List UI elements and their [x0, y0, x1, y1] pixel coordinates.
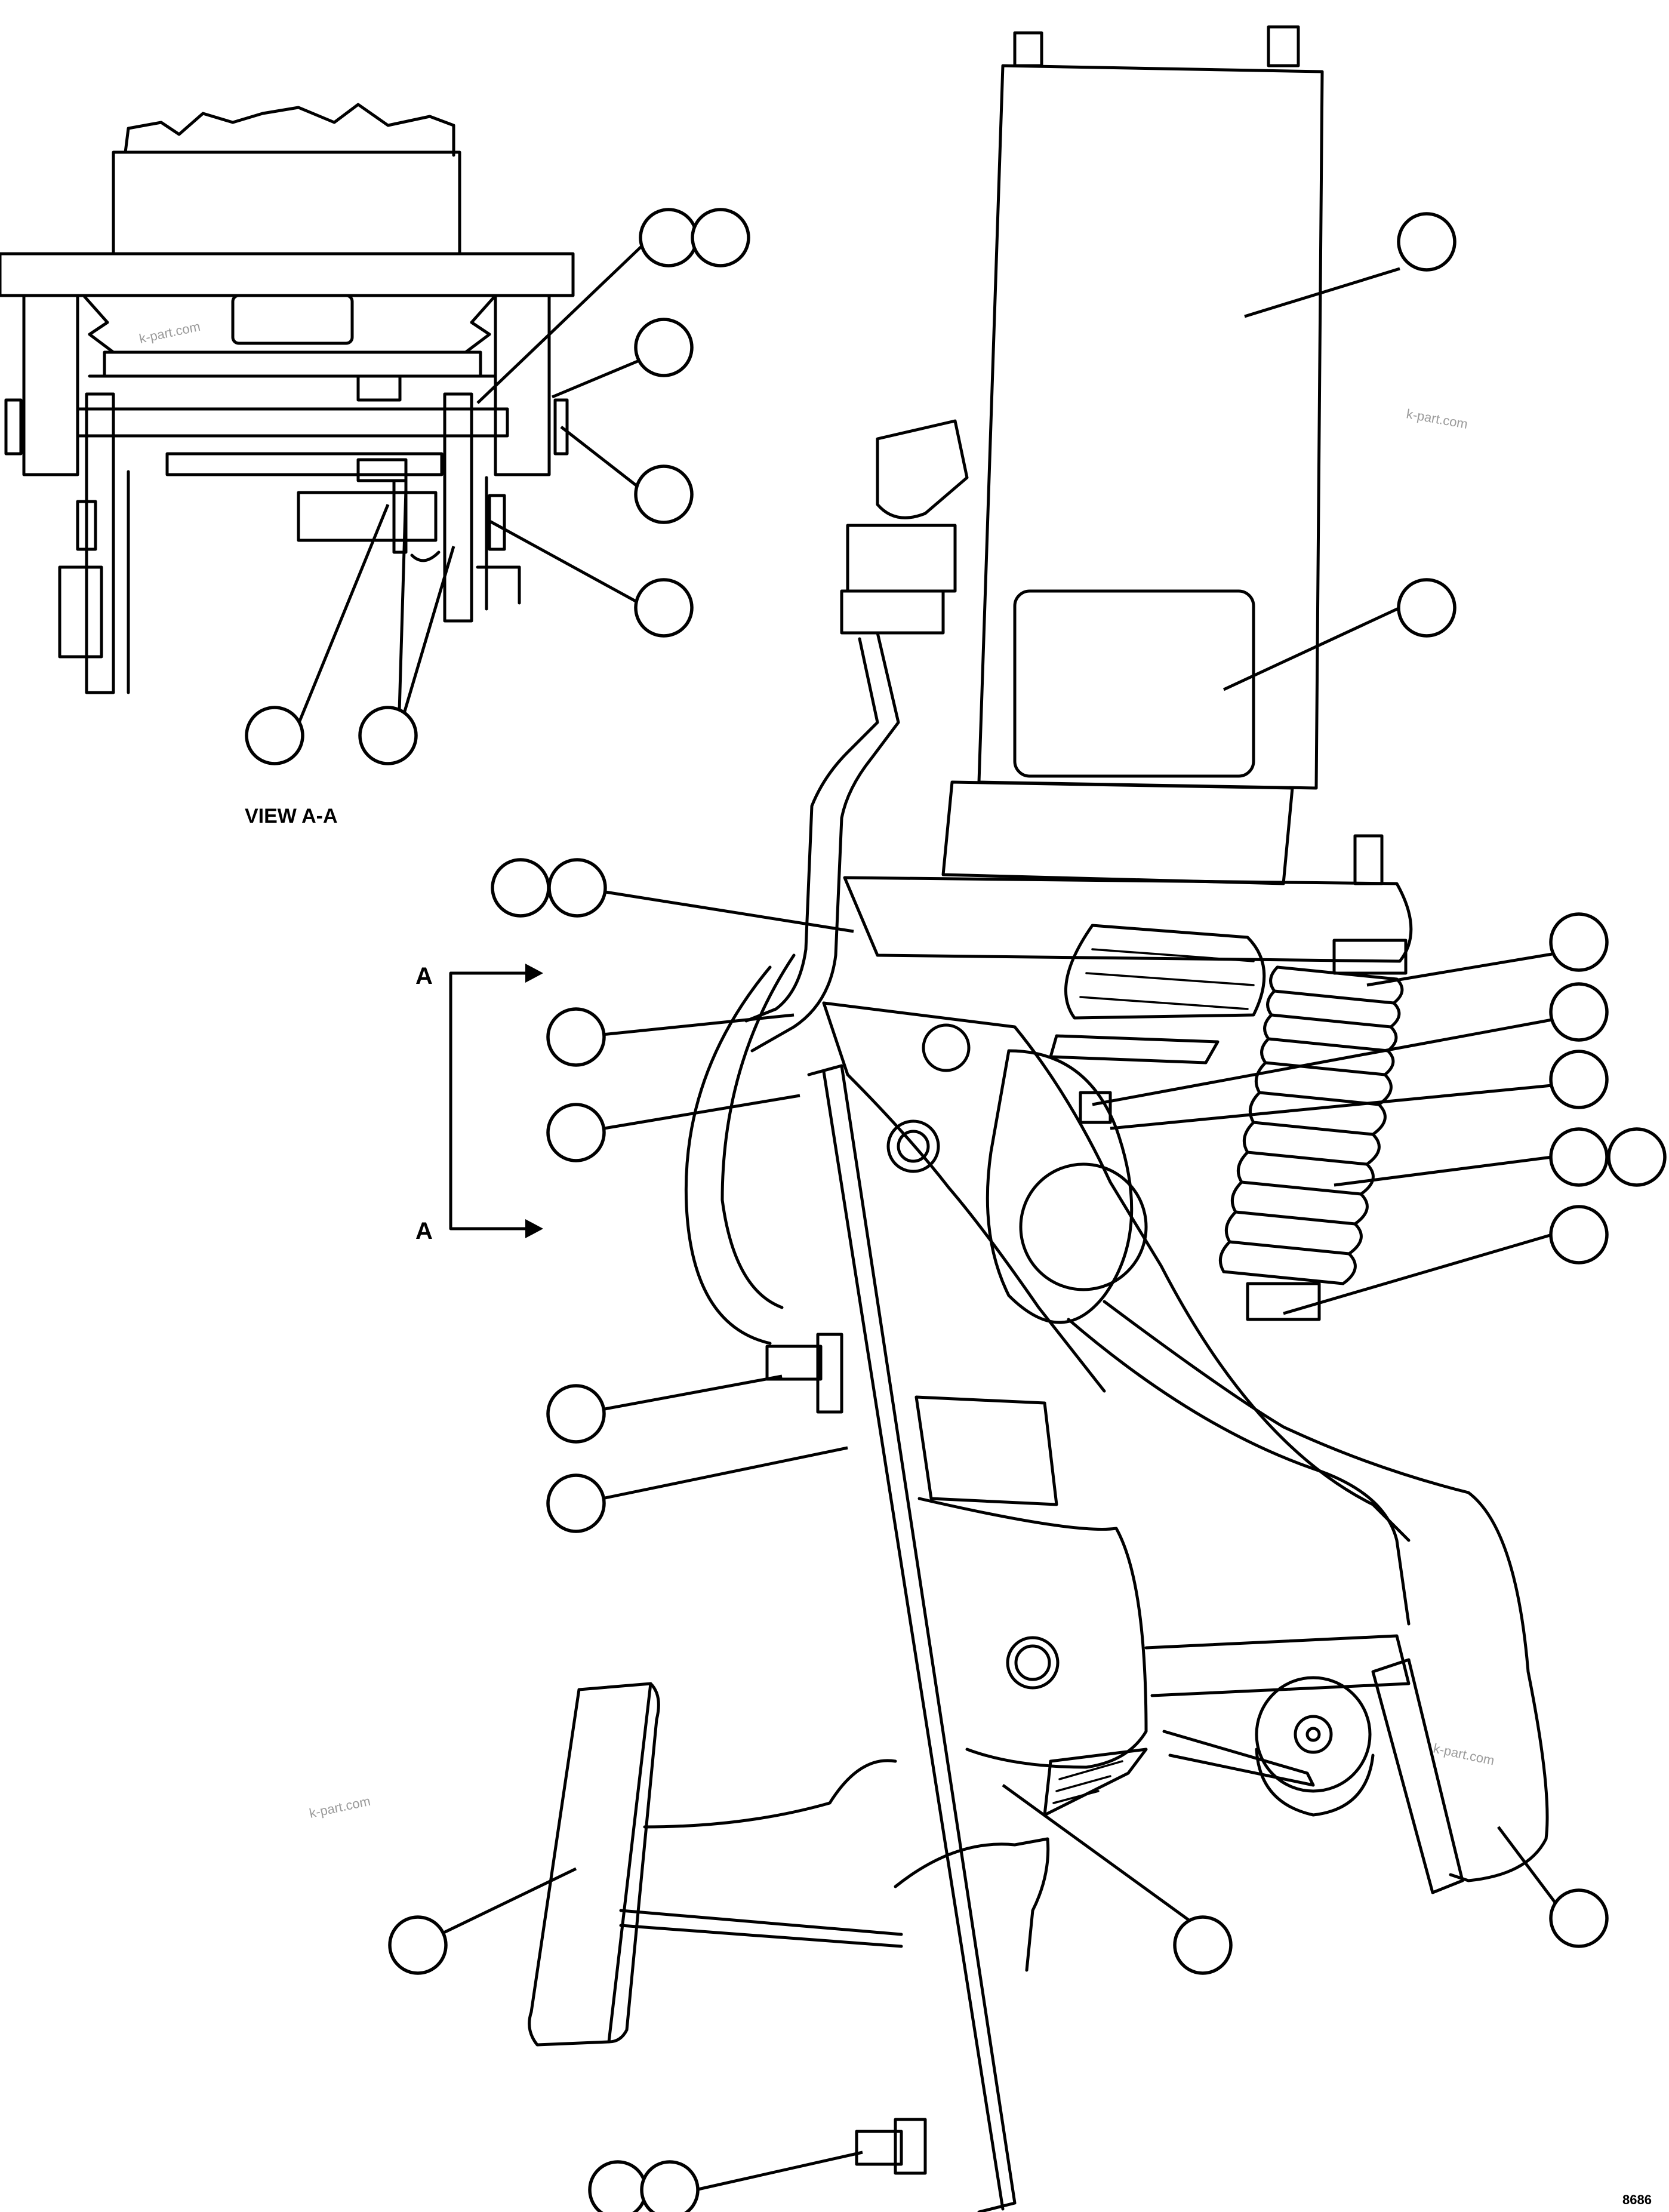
callout-balloons: [245, 208, 1667, 2212]
callout-balloon: [1549, 1050, 1609, 1109]
callout-balloon: [1549, 1127, 1609, 1187]
section-marker-top-letter: A: [415, 963, 433, 989]
callout-balloon: [1549, 1888, 1609, 1948]
leader-lines: [294, 236, 1568, 2192]
callout-balloon: [546, 1007, 606, 1067]
callout-balloon: [1549, 1205, 1609, 1265]
callout-balloon: [1549, 912, 1609, 972]
callout-balloon: [245, 706, 304, 765]
callout-balloon: [639, 208, 698, 267]
callout-balloon: [491, 858, 550, 918]
drawing-code: 8686: [1622, 2192, 1652, 2207]
callout-balloon: [1397, 578, 1456, 638]
watermark-1: k-part.com: [138, 319, 202, 346]
callout-balloon: [634, 318, 694, 377]
callout-balloon: [634, 464, 694, 524]
section-marker: [449, 964, 543, 1238]
callout-balloon: [1173, 1915, 1233, 1975]
view-aa-detail: [0, 103, 575, 694]
callout-balloon: [546, 1473, 606, 1533]
callout-balloon: [634, 578, 694, 638]
spring: [1218, 939, 1408, 1321]
callout-balloon: [358, 706, 418, 765]
watermark-4: k-part.com: [1432, 1740, 1496, 1768]
main-assembly: [528, 25, 1549, 2212]
callout-balloon: [388, 1915, 448, 1975]
watermark-3: k-part.com: [308, 1793, 372, 1821]
watermark-2: k-part.com: [1405, 406, 1469, 432]
callout-balloon: [588, 2160, 648, 2212]
callout-balloon: [546, 1103, 606, 1162]
callout-balloon: [547, 858, 607, 918]
callout-balloon: [1607, 1127, 1667, 1187]
callout-balloon: [640, 2160, 700, 2212]
callout-balloon: [691, 208, 750, 267]
callout-balloon: [1397, 212, 1456, 272]
view-label: VIEW A-A: [245, 805, 338, 827]
callout-balloon: [546, 1384, 606, 1444]
callout-balloon: [1549, 982, 1609, 1042]
section-marker-bottom-letter: A: [415, 1218, 433, 1244]
